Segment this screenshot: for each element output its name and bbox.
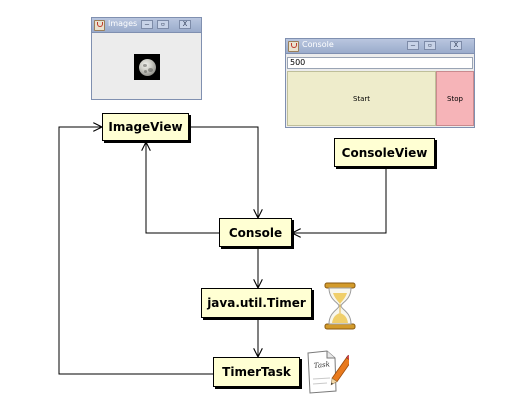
node-imageview: ImageView bbox=[102, 113, 189, 141]
node-timer-label: java.util.Timer bbox=[207, 296, 306, 310]
minimize-button[interactable]: – bbox=[141, 20, 153, 29]
node-timertask-label: TimerTask bbox=[222, 365, 291, 379]
edge-consoleview-to-console bbox=[292, 167, 387, 233]
node-consoleview-label: ConsoleView bbox=[341, 145, 428, 160]
interval-input[interactable]: 500 bbox=[287, 57, 473, 69]
moon-image bbox=[134, 54, 160, 80]
edge-imageview-to-console bbox=[189, 126, 258, 218]
maximize-button[interactable]: ▫ bbox=[157, 20, 169, 29]
close-button[interactable]: X bbox=[179, 20, 191, 29]
console-window: Console – ▫ X 500 Start Stop bbox=[285, 38, 475, 128]
task-document-icon: Task bbox=[307, 350, 349, 394]
images-window: Images – ▫ X bbox=[91, 17, 202, 100]
console-window-title: Console bbox=[302, 40, 334, 49]
node-java-util-timer: java.util.Timer bbox=[201, 288, 312, 318]
console-window-titlebar[interactable]: Console – ▫ X bbox=[286, 39, 474, 54]
minimize-button[interactable]: – bbox=[407, 41, 419, 50]
images-window-title: Images bbox=[108, 19, 138, 28]
images-window-titlebar[interactable]: Images – ▫ X bbox=[92, 18, 201, 33]
task-icon-text: Task bbox=[313, 360, 330, 370]
stop-button-label: Stop bbox=[447, 94, 463, 103]
edge-console-to-imageview bbox=[146, 142, 219, 234]
node-consoleview: ConsoleView bbox=[334, 138, 435, 167]
hourglass-icon bbox=[324, 282, 356, 330]
node-imageview-label: ImageView bbox=[108, 120, 183, 134]
java-cup-icon bbox=[94, 20, 105, 31]
maximize-button[interactable]: ▫ bbox=[424, 41, 436, 50]
node-console: Console bbox=[219, 218, 292, 247]
start-button-label: Start bbox=[352, 94, 371, 103]
start-button[interactable]: Start bbox=[287, 71, 436, 126]
moon-icon bbox=[139, 59, 156, 76]
stop-button[interactable]: Stop bbox=[436, 71, 474, 126]
node-timertask: TimerTask bbox=[213, 357, 300, 387]
node-console-label: Console bbox=[228, 225, 283, 240]
close-button[interactable]: X bbox=[450, 41, 462, 50]
java-cup-icon bbox=[288, 41, 299, 52]
edge-timertask-to-imageview bbox=[58, 127, 213, 375]
